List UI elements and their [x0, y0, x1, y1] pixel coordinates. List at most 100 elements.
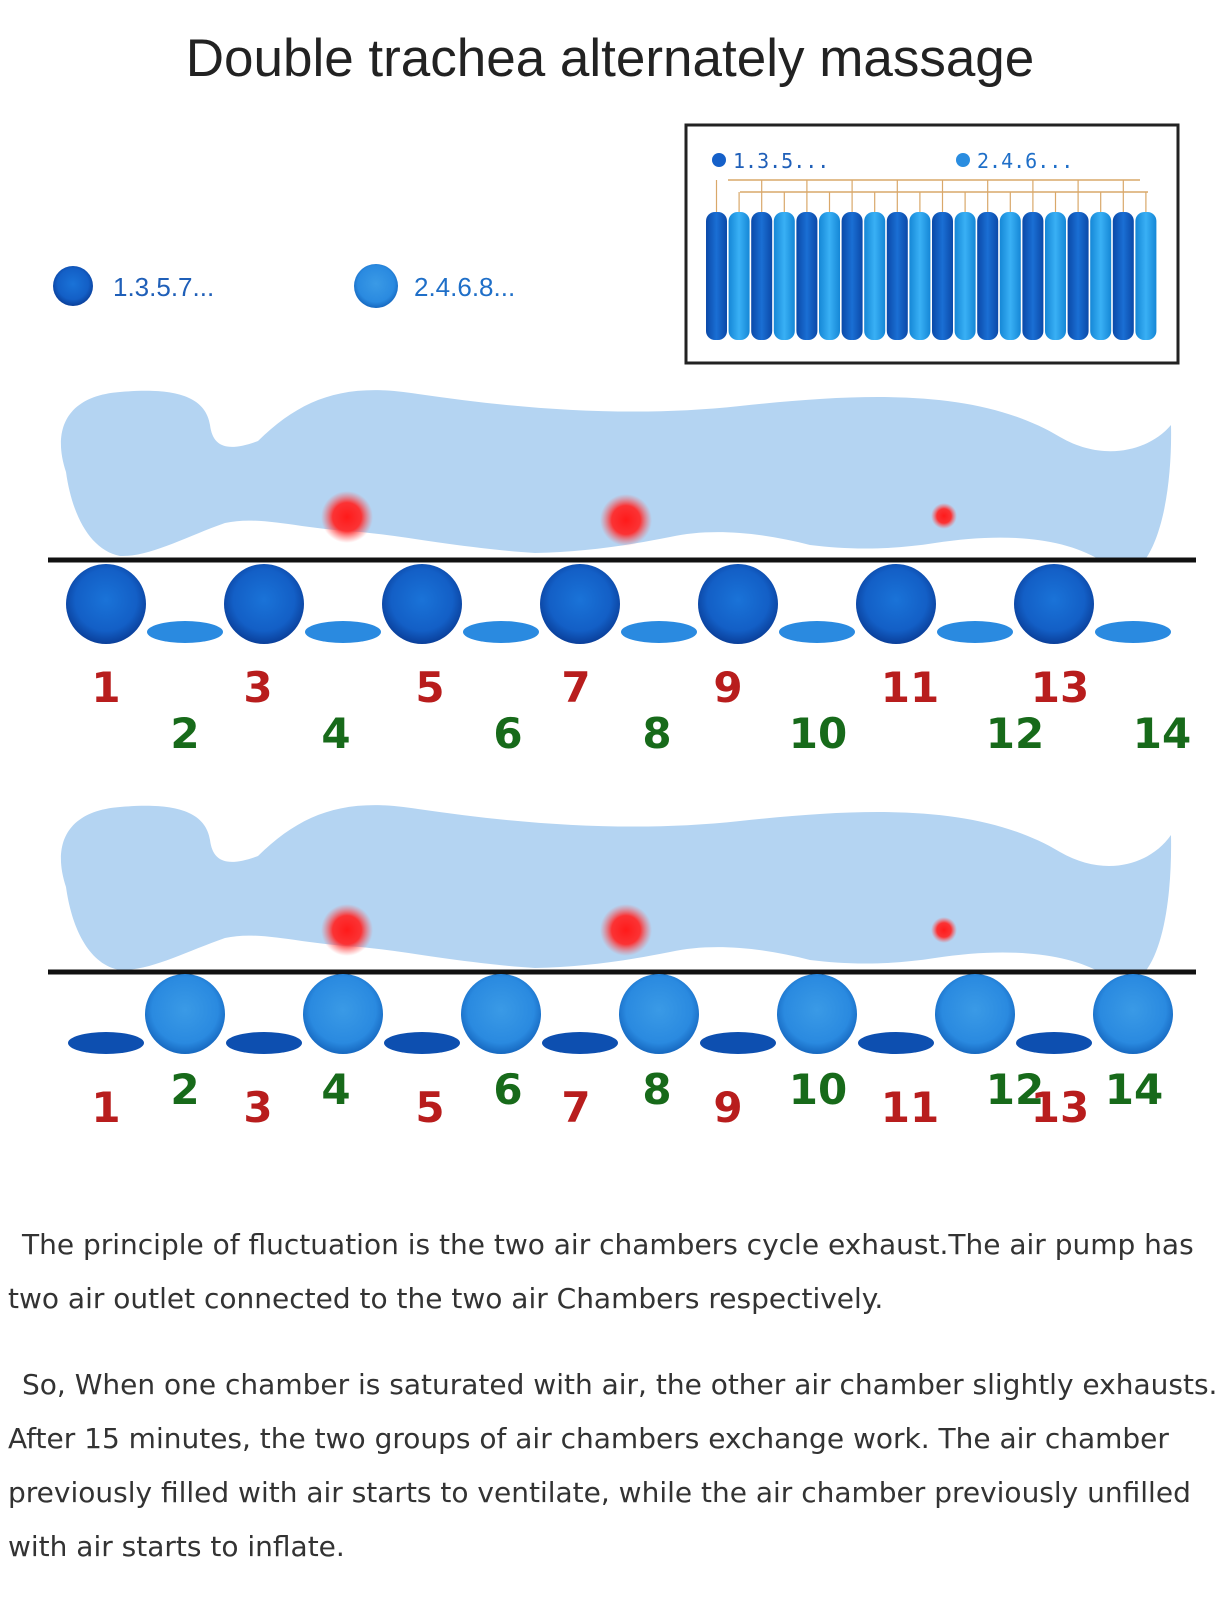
- legend-odd-marker: [53, 266, 93, 306]
- inset-tube: [864, 212, 886, 340]
- chamber-deflated: [1016, 1032, 1092, 1054]
- chamber-inflated: [856, 564, 936, 644]
- inset-odd-marker: [712, 153, 726, 167]
- inset-tube: [932, 212, 953, 340]
- chamber-number: 7: [561, 1083, 590, 1132]
- chamber-number: 12: [986, 1065, 1044, 1114]
- inset-tube: [909, 212, 931, 340]
- chamber-number: 5: [415, 1083, 444, 1132]
- chamber-number: 8: [642, 1065, 671, 1114]
- chamber-number: 4: [321, 709, 350, 758]
- chamber-number: 1: [91, 663, 120, 712]
- chamber-number: 12: [986, 709, 1044, 758]
- chamber-number: 11: [881, 663, 939, 712]
- pressure-point: [600, 904, 652, 956]
- chamber-number: 11: [881, 1083, 939, 1132]
- inset-box: 1.3.5... 2.4.6...: [684, 123, 1180, 365]
- description-line: two air outlet connected to the two air …: [8, 1282, 884, 1315]
- chamber-number: 7: [561, 663, 590, 712]
- chamber-number: 10: [789, 709, 847, 758]
- chamber-number: 14: [1105, 1065, 1163, 1114]
- chamber-inflated: [1014, 564, 1094, 644]
- chamber-inflated: [540, 564, 620, 644]
- inset-tube: [706, 212, 727, 340]
- description-line: After 15 minutes, the two groups of air …: [8, 1422, 1169, 1455]
- chamber-deflated: [226, 1032, 302, 1054]
- chamber-inflated: [461, 974, 541, 1054]
- inset-tube: [773, 212, 795, 340]
- chamber-number: 9: [713, 1083, 742, 1132]
- inset-tube: [954, 212, 976, 340]
- inset-tube: [819, 212, 840, 340]
- chamber-row: [68, 974, 1173, 1054]
- chamber-number: 4: [321, 1065, 350, 1114]
- chamber-number: 13: [1031, 663, 1089, 712]
- legend-odd-label: 1.3.5.7...: [113, 272, 214, 302]
- chamber-number: 6: [493, 1065, 522, 1114]
- chamber-deflated: [68, 1032, 144, 1054]
- description-line: with air starts to inflate.: [8, 1530, 345, 1563]
- legend-even-label: 2.4.6.8...: [414, 272, 515, 302]
- chamber-deflated: [937, 621, 1013, 643]
- inset-tube: [728, 212, 750, 340]
- chamber-deflated: [305, 621, 381, 643]
- inset-pipes: [715, 179, 1148, 212]
- chamber-inflated: [698, 564, 778, 644]
- chamber-number: 1: [91, 1083, 120, 1132]
- inset-tubes: [706, 212, 1157, 340]
- pressure-point: [931, 917, 957, 943]
- legend-even-marker: [354, 264, 398, 308]
- chamber-number: 9: [713, 663, 742, 712]
- chamber-inflated: [619, 974, 699, 1054]
- pressure-point: [321, 904, 373, 956]
- chamber-inflated: [382, 564, 462, 644]
- chamber-number: 13: [1031, 1083, 1089, 1132]
- inset-tube: [1022, 212, 1044, 340]
- chamber-deflated: [463, 621, 539, 643]
- chamber-deflated: [384, 1032, 460, 1054]
- chamber-inflated: [935, 974, 1015, 1054]
- chamber-number: 14: [1133, 709, 1191, 758]
- description-paragraph-1: The principle of fluctuation is the two …: [8, 1218, 1218, 1326]
- chamber-number: 8: [642, 709, 671, 758]
- chamber-inflated: [303, 974, 383, 1054]
- chamber-deflated: [542, 1032, 618, 1054]
- inset-tube: [1067, 212, 1089, 340]
- inset-tube: [1090, 212, 1112, 340]
- inset-tube: [796, 212, 818, 340]
- description-line: previously filled with air starts to ven…: [8, 1476, 1191, 1509]
- inset-tube: [1112, 212, 1134, 340]
- inset-tube: [1045, 212, 1066, 340]
- chamber-number: 2: [170, 1065, 199, 1114]
- description-paragraph-2: So, When one chamber is saturated with a…: [8, 1358, 1218, 1574]
- description-line: So, When one chamber is saturated with a…: [22, 1368, 1218, 1401]
- pressure-point: [321, 491, 373, 543]
- inset-odd-label: 1.3.5...: [733, 149, 829, 173]
- pressure-point: [931, 503, 957, 529]
- chamber-number: 5: [415, 663, 444, 712]
- pressure-point: [600, 494, 652, 546]
- chamber-deflated: [1095, 621, 1171, 643]
- chamber-row: [66, 564, 1171, 644]
- chamber-inflated: [224, 564, 304, 644]
- chamber-deflated: [779, 621, 855, 643]
- chamber-inflated: [145, 974, 225, 1054]
- chamber-number: 10: [789, 1065, 847, 1114]
- inset-tube: [841, 212, 863, 340]
- chamber-inflated: [777, 974, 857, 1054]
- chamber-deflated: [700, 1032, 776, 1054]
- chamber-inflated: [1093, 974, 1173, 1054]
- inset-even-label: 2.4.6...: [977, 149, 1073, 173]
- chamber-number: 6: [493, 709, 522, 758]
- inset-tube: [751, 212, 773, 340]
- page-title: Double trachea alternately massage: [186, 29, 1035, 88]
- chamber-number: 2: [170, 709, 199, 758]
- inset-tube: [1135, 212, 1157, 340]
- chamber-number: 3: [243, 663, 272, 712]
- chamber-number: 3: [243, 1083, 272, 1132]
